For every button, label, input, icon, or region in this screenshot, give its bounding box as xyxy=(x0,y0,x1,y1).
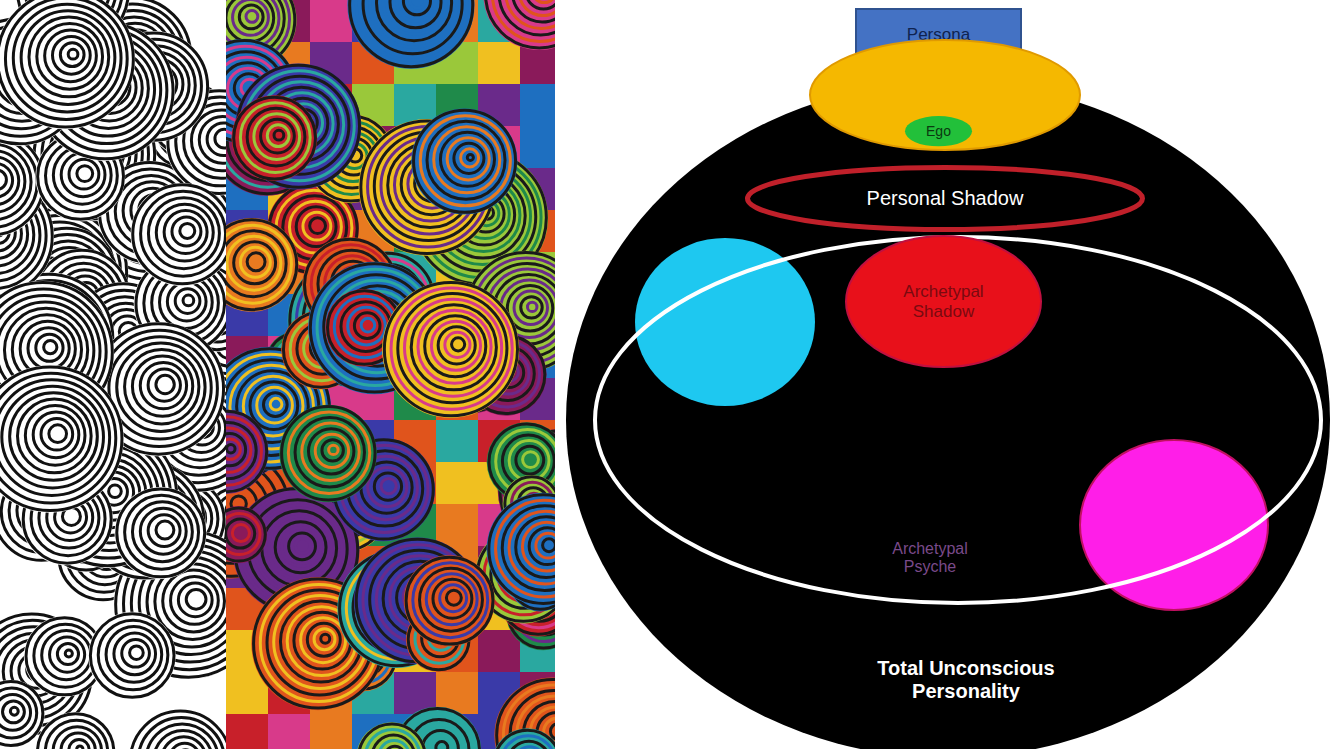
mono-swirls xyxy=(0,0,226,749)
node-label: Archetypal Shadow xyxy=(884,282,1004,321)
colour-swirls xyxy=(226,0,556,749)
node-label: Total Unconscious Personality xyxy=(866,657,1066,703)
node-label: Archetypal Psyche xyxy=(865,540,995,577)
psyche-ellipse: Total Unconscious Personality EgoPersonal… xyxy=(566,82,1330,749)
node-label: Ego xyxy=(926,123,951,139)
ego-ellipse: Ego xyxy=(905,116,972,146)
shadow-circle: Archetypal Shadow xyxy=(845,235,1042,368)
archetypal-ellipse: Archetypal Psyche Archetypal Shadow xyxy=(593,235,1323,605)
shadow-ring: Personal Shadow xyxy=(745,165,1145,232)
swirl-illustration xyxy=(0,0,560,749)
node-label: Personal Shadow xyxy=(867,187,1024,210)
